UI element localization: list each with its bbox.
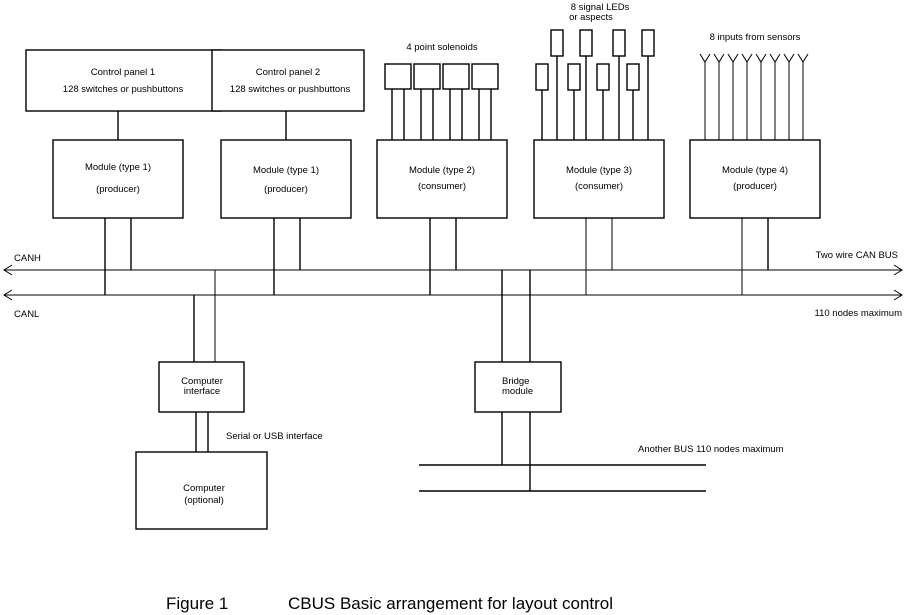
leds-label-line1: 8 signal LEDs <box>571 2 630 13</box>
sensors-label: 8 inputs from sensors <box>710 32 801 43</box>
computer-interface-line1: Computer <box>181 376 223 387</box>
module-type3: Module (type 3) (consumer) <box>533 139 665 219</box>
solenoid-1 <box>384 63 412 90</box>
serial-label: Serial or USB interface <box>226 431 323 442</box>
bus-label: Two wire CAN BUS <box>816 250 898 261</box>
control-panel-1: Control panel 1 128 switches or pushbutt… <box>25 49 222 112</box>
module-type3-title: Module (type 3) <box>566 165 632 176</box>
sensor-1 <box>699 53 711 140</box>
sensor-8 <box>797 53 809 140</box>
sensor-4 <box>741 53 753 140</box>
module-type4: Module (type 4) (producer) <box>689 139 821 219</box>
control-panel-1-title: Control panel 1 <box>91 67 155 78</box>
module-type1-b-title: Module (type 1) <box>253 165 319 176</box>
computer: Computer (optional) <box>135 451 268 530</box>
computer-interface: Computer interface <box>158 361 245 413</box>
computer-line1: Computer <box>183 483 225 494</box>
led-6 <box>567 63 581 91</box>
solenoid-3 <box>442 63 470 90</box>
bridge-module: Bridge module <box>474 361 562 413</box>
solenoids-label: 4 point solenoids <box>406 42 478 53</box>
canl-label: CANL <box>14 309 39 320</box>
control-panel-2-subtitle: 128 switches or pushbuttons <box>230 84 351 95</box>
module-type1-b: Module (type 1) (producer) <box>220 139 352 219</box>
module-type2-title: Module (type 2) <box>409 165 475 176</box>
control-panel-2-title: Control panel 2 <box>256 67 320 78</box>
computer-line2: (optional) <box>184 495 224 506</box>
canh-left-arrow-icon <box>3 264 13 276</box>
module-type4-role: (producer) <box>733 181 777 192</box>
module-type2: Module (type 2) (consumer) <box>376 139 508 219</box>
canl-right-arrow-icon <box>893 289 903 301</box>
signal-leds <box>535 29 655 140</box>
module-type1-a-title: Module (type 1) <box>85 162 151 173</box>
sensor-3 <box>727 53 739 140</box>
nodes-label: 110 nodes maximum <box>815 308 903 319</box>
led-5 <box>535 63 549 91</box>
another-bus-label: Another BUS 110 nodes maximum <box>638 444 784 455</box>
sensor-inputs <box>699 53 809 140</box>
caption-title: CBUS Basic arrangement for layout contro… <box>288 594 613 613</box>
led-1 <box>550 29 564 57</box>
bridge-module-line1: Bridge <box>502 376 529 387</box>
module-bus-connections <box>104 218 769 295</box>
sensor-7 <box>783 53 795 140</box>
canl-left-arrow-icon <box>3 289 13 301</box>
control-panel-1-subtitle: 128 switches or pushbuttons <box>63 84 184 95</box>
module-type1-a: Module (type 1) (producer) <box>52 139 184 219</box>
led-3 <box>612 29 626 57</box>
canh-label: CANH <box>14 253 41 264</box>
sensor-6 <box>769 53 781 140</box>
led-2 <box>579 29 593 57</box>
solenoids <box>384 63 499 140</box>
module-type3-role: (consumer) <box>575 181 623 192</box>
control-panel-2: Control panel 2 128 switches or pushbutt… <box>211 49 365 112</box>
another-bus <box>419 464 706 492</box>
solenoid-2 <box>413 63 441 90</box>
computer-interface-line2: interface <box>184 386 220 397</box>
module-type2-role: (consumer) <box>418 181 466 192</box>
canh-right-arrow-icon <box>893 264 903 276</box>
module-type1-b-role: (producer) <box>264 184 308 195</box>
led-8 <box>626 63 640 91</box>
bridge-module-line2: module <box>502 386 533 397</box>
solenoid-4 <box>471 63 499 90</box>
sensor-2 <box>713 53 725 140</box>
sensor-5 <box>755 53 767 140</box>
led-7 <box>596 63 610 91</box>
caption-figure: Figure 1 <box>166 594 228 613</box>
module-type4-title: Module (type 4) <box>722 165 788 176</box>
can-bus <box>3 264 903 301</box>
led-4 <box>641 29 655 57</box>
module-type1-a-role: (producer) <box>96 184 140 195</box>
leds-label-line2: or aspects <box>569 12 613 23</box>
